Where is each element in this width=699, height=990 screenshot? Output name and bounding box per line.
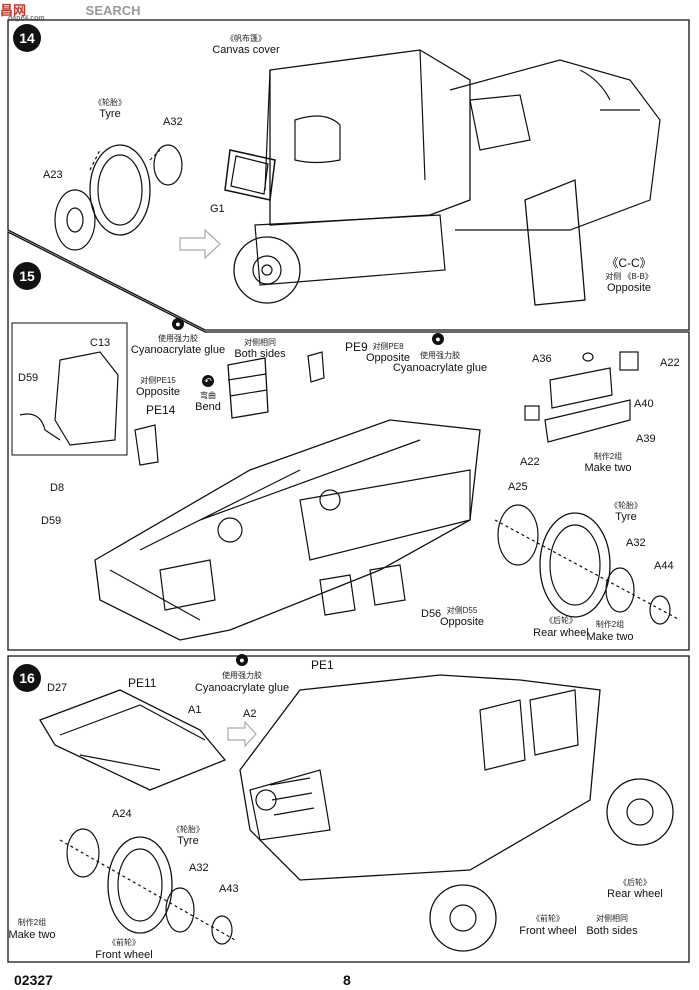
part-a32-16: A32 [189,862,209,874]
part-d59-inset: D59 [18,372,39,384]
glue-icon-16: ● [236,654,248,666]
opposite-pe8-cn: 对侧PE8 [372,342,404,351]
front-wheel-label: Front wheel [95,949,153,961]
opposite-d55-cn: 对侧D55 [446,606,478,615]
part-g1: G1 [210,203,225,215]
part-d59: D59 [41,515,62,527]
part-a40: A40 [634,398,654,410]
bend-label-cn: 弯曲 [200,391,216,400]
rear-wheel-16-label: Rear wheel [607,888,663,900]
part-d8: D8 [50,482,65,494]
part-a44: A44 [654,560,674,572]
rear-wheel-16-cn: 《后轮》 [619,878,651,887]
make-two-15-cn: 制作2组 [595,620,625,629]
part-pe9: PE9 [345,340,368,354]
part-a32-15: A32 [626,537,646,549]
tyre-15-label: Tyre [615,511,637,523]
page-number: 8 [343,972,351,988]
part-a1: A1 [188,704,202,716]
bend-icon: ↶ [202,375,214,387]
glue-label-cn: 使用强力胶 [158,334,198,343]
make-two-cn: 制作2组 [593,452,623,461]
rear-wheel-15-cn: 《后轮》 [545,616,577,625]
glue-label-2: Cyanoacrylate glue [392,362,488,374]
make-two-16-label: Make two [8,929,56,941]
front-wheel-2-cn: 《前轮》 [532,914,564,923]
part-d27: D27 [47,682,68,694]
tyre-16-label: Tyre [177,835,199,847]
tyre-16-cn: 《轮胎》 [172,825,204,834]
make-two-15-label: Make two [586,631,634,643]
both-sides-16-label: Both sides [586,925,638,937]
both-sides-16-cn: 对侧相同 [596,914,628,923]
step-badge-16: 16 [13,664,41,692]
part-c13: C13 [90,337,111,349]
opposite-pe8-label: Opposite [365,352,411,364]
canvas-cover-label-cn: 《帆布篷》 [226,34,266,43]
glue-label-2-cn: 使用强力胶 [420,351,460,360]
opposite-bb-cn: 对侧 《B-B》 [605,272,653,281]
part-a22-top: A22 [660,357,680,369]
opposite-d55-label: Opposite [439,616,485,628]
front-wheel-cn: 《前轮》 [108,938,140,947]
front-wheel-2-label: Front wheel [519,925,577,937]
tyre-label: Tyre [99,108,121,120]
glue-label-16-cn: 使用强力胶 [222,671,262,680]
watermark-logo: 昌网 SEARCH oape4.com [0,3,141,22]
product-code: 02327 [14,972,53,988]
opposite-label: Opposite [606,282,652,294]
part-a43: A43 [219,883,239,895]
part-a25: A25 [508,481,528,493]
glue-icon-2: ● [432,333,444,345]
bend-label: Bend [195,401,221,413]
opposite-pe15-cn: 对侧PE15 [140,376,176,385]
part-a2: A2 [243,708,257,720]
make-two-16-cn: 制作2组 [17,918,47,927]
step-badge-15: 15 [13,262,41,290]
part-pe14: PE14 [146,403,176,417]
tyre-label-cn: 《轮胎》 [94,98,126,107]
part-pe1: PE1 [311,658,334,672]
part-d56: D56 [421,608,442,620]
both-sides-cn: 对侧相同 [244,338,276,347]
tyre-15-cn: 《轮胎》 [610,501,642,510]
glue-label-16: Cyanoacrylate glue [194,682,290,694]
section-cc: 《C-C》 [606,256,652,270]
part-a23: A23 [43,169,63,181]
both-sides-label: Both sides [234,348,286,360]
rear-wheel-15-label: Rear wheel [533,627,589,639]
step-badge-14: 14 [13,24,41,52]
part-pe11: PE11 [128,676,157,690]
part-a39: A39 [636,433,656,445]
part-a32: A32 [163,116,183,128]
part-a36: A36 [532,353,552,365]
glue-label: Cyanoacrylate glue [130,344,226,356]
canvas-cover-label: Canvas cover [212,44,280,56]
part-a22-bottom: A22 [520,456,540,468]
part-a24: A24 [112,808,132,820]
glue-icon: ● [172,318,184,330]
opposite-pe15-label: Opposite [135,386,181,398]
make-two-label: Make two [584,462,632,474]
